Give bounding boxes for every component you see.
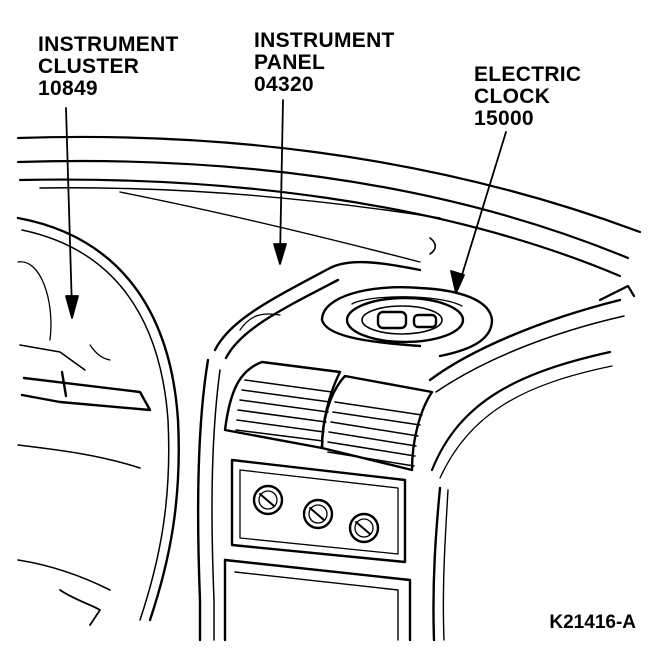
electric-clock-number: 15000 (474, 107, 534, 130)
clock-arrowhead (451, 271, 464, 293)
instrument-panel-name-2: PANEL (254, 51, 326, 74)
dash-top-edges (18, 137, 640, 300)
instrument-panel-name: INSTRUMENT (254, 29, 395, 52)
instrument-cluster-number: 10849 (38, 77, 98, 100)
electric-clock-name: ELECTRIC (474, 63, 582, 86)
center-stack (198, 262, 624, 640)
instrument-panel-label: INSTRUMENT PANEL 04320 (254, 30, 395, 96)
instrument-cluster-name: INSTRUMENT (38, 33, 179, 56)
clock-leader-line (458, 132, 506, 288)
electric-clock-name-2: CLOCK (474, 85, 551, 108)
control-panel (232, 460, 405, 562)
cluster-hood (18, 218, 179, 625)
cluster-leader-line (66, 108, 72, 310)
cluster-arrowhead (66, 296, 78, 318)
electric-clock-label: ELECTRIC CLOCK 15000 (474, 64, 581, 130)
lower-pocket (225, 560, 410, 640)
air-vents (225, 362, 432, 470)
panel-leader-line (280, 100, 283, 258)
figure-reference-id: K21416-A (549, 612, 636, 633)
leader-lines (66, 100, 506, 318)
instrument-panel-number: 04320 (254, 73, 314, 96)
instrument-cluster-label: INSTRUMENT CLUSTER 10849 (38, 34, 179, 100)
instrument-cluster-name-2: CLUSTER (38, 55, 140, 78)
clock-housing (322, 287, 492, 356)
panel-arrowhead (274, 244, 286, 264)
